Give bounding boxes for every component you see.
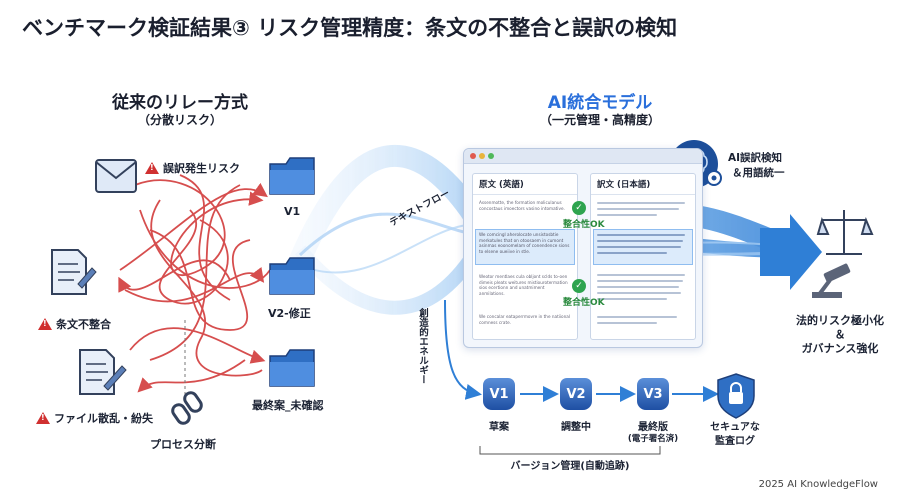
target-pane: 訳文 (日本語) [590,173,696,340]
envelope-icon [95,159,137,193]
ai-unify-label: ＆用語統一 [732,167,785,179]
version-label-v3: 最終版 [638,422,668,433]
outcome-label-3: ガバナンス強化 [801,342,879,355]
process-break-label: プロセス分断 [150,438,216,451]
outcome-arrow [760,214,822,290]
window-titlebar [464,149,702,164]
left-section-title: 従来のリレー方式 [112,93,248,113]
warning-icon [38,318,52,330]
folder-label-final: 最終案_未確認 [252,399,324,412]
source-text-1: Assenmotte, the formation moliculanus co… [479,200,565,211]
warning-icon [145,162,159,174]
ai-detect-label: AI誤訳検知 [728,152,783,164]
warning-icon [36,412,50,424]
right-section-subtitle: （一元管理・高精度） [539,113,660,127]
version-badge-v3: V3 [637,378,669,410]
source-header: 原文 (英語) [473,174,577,195]
folder-icon-v1 [269,157,315,195]
folder-label-v2: V2-修正 [268,307,311,320]
outcome-label-1: 法的リスク極小化 [796,314,884,327]
credit-text: 2025 AI KnowledgeFlow [758,479,878,490]
maximize-dot-icon[interactable] [488,153,494,159]
warning-mistranslation: 誤訳発生リスク [145,160,240,176]
secure-lock-icon [717,373,755,419]
warning-inconsistency: 条文不整合 [38,316,111,332]
document-icon [51,249,97,295]
source-text-2: We comcingl aherolocate unsistosbtie mer… [479,232,570,254]
check-icon: ✓ [572,201,586,215]
source-highlight [475,229,575,265]
close-dot-icon[interactable] [470,153,476,159]
gavel-icon [812,263,851,298]
audit-label-2: 監査ログ [715,436,755,447]
version-sub-v3: (電子署名済) [627,434,679,444]
right-section-title: AI統合モデル [547,93,653,113]
tangled-relay-lines [118,174,271,393]
consistency-ok-2: 整合性OK [563,298,605,308]
page-title: ベンチマーク検証結果③ リスク管理精度：条文の不整合と誤訳の検知 [22,16,678,40]
check-icon: ✓ [572,279,586,293]
version-badge-v2: V2 [560,378,592,410]
left-section-subtitle: （分散リスク） [137,113,222,127]
folder-icon-v2 [269,257,315,295]
version-label-v1: 草案 [489,422,509,433]
minimize-dot-icon[interactable] [479,153,485,159]
broken-chain-icon [171,391,203,425]
warning-file-scatter: ファイル散乱・紛失 [36,410,153,426]
target-header: 訳文 (日本語) [591,174,695,195]
source-pane: 原文 (英語) Assenmotte, the formation molicu… [472,173,578,340]
folder-icon-final [269,349,315,387]
audit-label-1: セキュアな [710,422,760,433]
version-label-v2: 調整中 [561,422,591,433]
consistency-ok-1: 整合性OK [563,220,605,230]
translation-window: 原文 (英語) Assenmotte, the formation molicu… [463,148,703,348]
outcome-label-2: ＆ [834,328,846,341]
folder-label-v1: V1 [284,205,301,218]
version-badge-v1: V1 [483,378,515,410]
version-track [444,299,719,455]
justice-scales-icon [816,210,874,255]
version-management-label: バージョン管理(自動追跡) [510,461,630,472]
source-text-4: We concalar eataperrmovre in the natiion… [479,314,570,325]
source-text-3: Weotor mentlaes cula obljont sclds to-oe… [479,274,568,296]
creative-energy-label: 創造的エネルギー [417,308,428,384]
edited-document-icon [79,349,127,395]
